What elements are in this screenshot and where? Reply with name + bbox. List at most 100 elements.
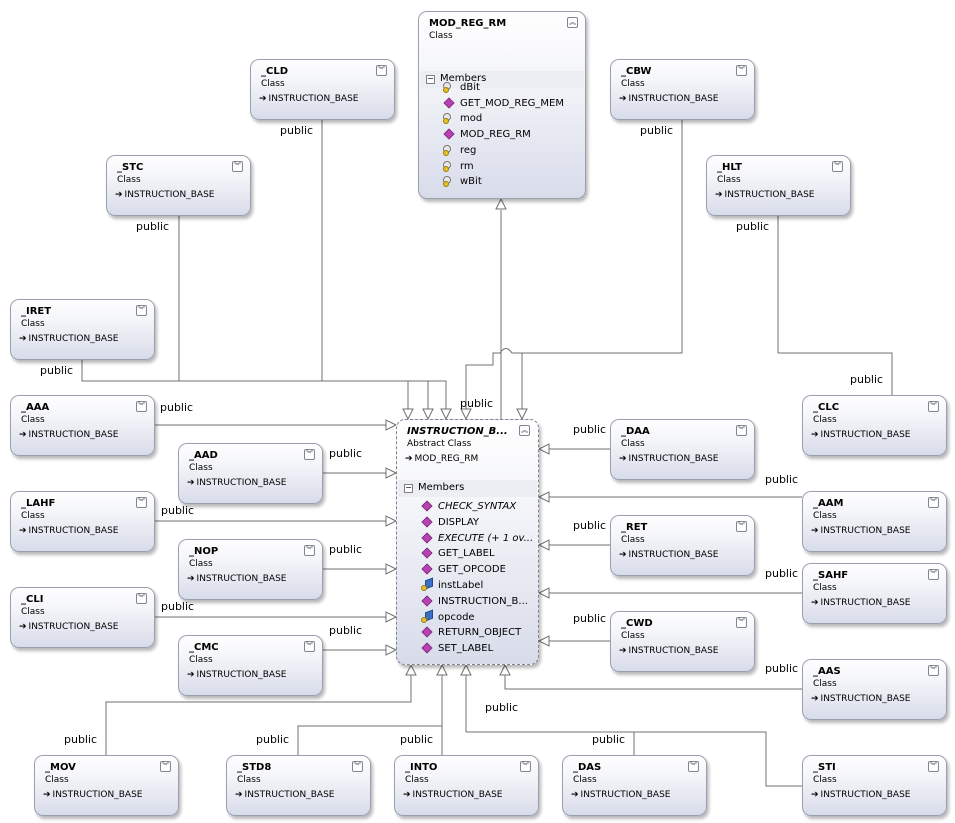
expand-chevron-down-icon[interactable]: ︾ [736,65,747,76]
member-item[interactable]: instLabel [421,579,483,594]
member-item[interactable]: DISPLAY [421,516,479,531]
expand-chevron-down-icon[interactable]: ︾ [160,761,171,772]
class-title: _CWD [621,618,653,629]
member-item[interactable]: RETURN_OBJECT [421,626,521,641]
expand-chevron-down-icon[interactable]: ︾ [352,761,363,772]
member-item[interactable]: GET_MOD_REG_MEM [443,97,564,112]
method-icon [421,500,432,510]
generalization-arrowhead [402,408,414,421]
expand-chevron-down-icon[interactable]: ︾ [304,545,315,556]
member-item[interactable]: reg [443,144,476,159]
member-item[interactable]: GET_LABEL [421,547,495,562]
member-item[interactable]: MOD_REG_RM [443,128,531,143]
member-item[interactable]: CHECK_SYNTAX [421,500,516,515]
connector-aas [504,675,802,690]
member-item[interactable]: EXECUTE (+ 1 ov... [421,532,533,547]
expand-chevron-down-icon[interactable]: ︾ [928,569,939,580]
expand-chevron-down-icon[interactable]: ︾ [304,449,315,460]
field-icon [421,611,432,623]
member-item[interactable]: opcode [421,611,475,626]
member-item[interactable]: INSTRUCTION_B... [421,595,528,610]
expand-chevron-down-icon[interactable]: ︾ [136,305,147,316]
class-title: INSTRUCTION_B... [407,426,508,437]
class-title: _SAHF [813,570,849,581]
collapse-chevron-up-icon[interactable]: ︽ [519,425,530,436]
collapse-minus-icon[interactable]: − [426,74,435,84]
method-icon [443,128,454,138]
base-class-ref: ➔INSTRUCTION_BASE [19,526,118,536]
relation-label-public: public [136,220,170,233]
expand-chevron-down-icon[interactable]: ︾ [928,665,939,676]
expand-chevron-down-icon[interactable]: ︾ [136,497,147,508]
relation-label-public: public [573,519,607,532]
collapse-chevron-up-icon[interactable]: ︽ [567,17,578,28]
inherits-arrow-icon: ➔ [405,454,413,464]
member-item[interactable]: dBit [443,81,480,96]
member-item[interactable]: mod [443,112,482,127]
class-kind: Class [429,31,453,41]
expand-chevron-down-icon[interactable]: ︾ [232,161,243,172]
expand-chevron-down-icon[interactable]: ︾ [736,521,747,532]
collapse-minus-icon[interactable]: − [404,483,413,493]
class-title: _IRET [21,306,52,317]
inherits-arrow-icon: ➔ [19,526,27,536]
member-name: GET_LABEL [438,548,495,560]
expand-chevron-down-icon[interactable]: ︾ [688,761,699,772]
class-box-instruction-base[interactable]: INSTRUCTION_B... Abstract Class ➔MOD_REG… [396,419,539,665]
member-item[interactable]: SET_LABEL [421,642,493,657]
class-kind: Class [813,511,837,521]
expand-chevron-down-icon[interactable]: ︾ [520,761,531,772]
member-item[interactable]: wBit [443,175,482,190]
member-item[interactable]: GET_OPCODE [421,563,506,578]
expand-chevron-down-icon[interactable]: ︾ [928,497,939,508]
expand-chevron-down-icon[interactable]: ︾ [304,641,315,652]
class-title: _MOV [45,762,76,773]
expand-chevron-down-icon[interactable]: ︾ [736,425,747,436]
expand-chevron-down-icon[interactable]: ︾ [928,401,939,412]
base-class-ref: ➔INSTRUCTION_BASE [811,694,910,704]
connector-std8 [297,725,442,755]
member-item[interactable]: rm [443,160,474,175]
expand-chevron-down-icon[interactable]: ︾ [928,761,939,772]
members-label: Members [440,73,487,84]
members-compartment-header[interactable]: − Members [398,480,537,497]
expand-chevron-down-icon[interactable]: ︾ [376,65,387,76]
class-kind: Class [621,631,645,641]
class-kind: Class [117,175,141,185]
class-title: _CBW [621,66,652,77]
expand-chevron-down-icon[interactable]: ︾ [736,617,747,628]
expand-chevron-down-icon[interactable]: ︾ [136,401,147,412]
expand-chevron-down-icon[interactable]: ︾ [832,161,843,172]
member-name: RETURN_OBJECT [438,627,522,639]
relation-label-public: public [400,733,434,746]
base-class-ref: ➔INSTRUCTION_BASE [19,430,118,440]
members-compartment-header[interactable]: − Members [420,71,584,88]
expand-chevron-down-icon[interactable]: ︾ [136,593,147,604]
property-icon [443,175,454,188]
base-class-name: INSTRUCTION_BASE [820,598,911,608]
